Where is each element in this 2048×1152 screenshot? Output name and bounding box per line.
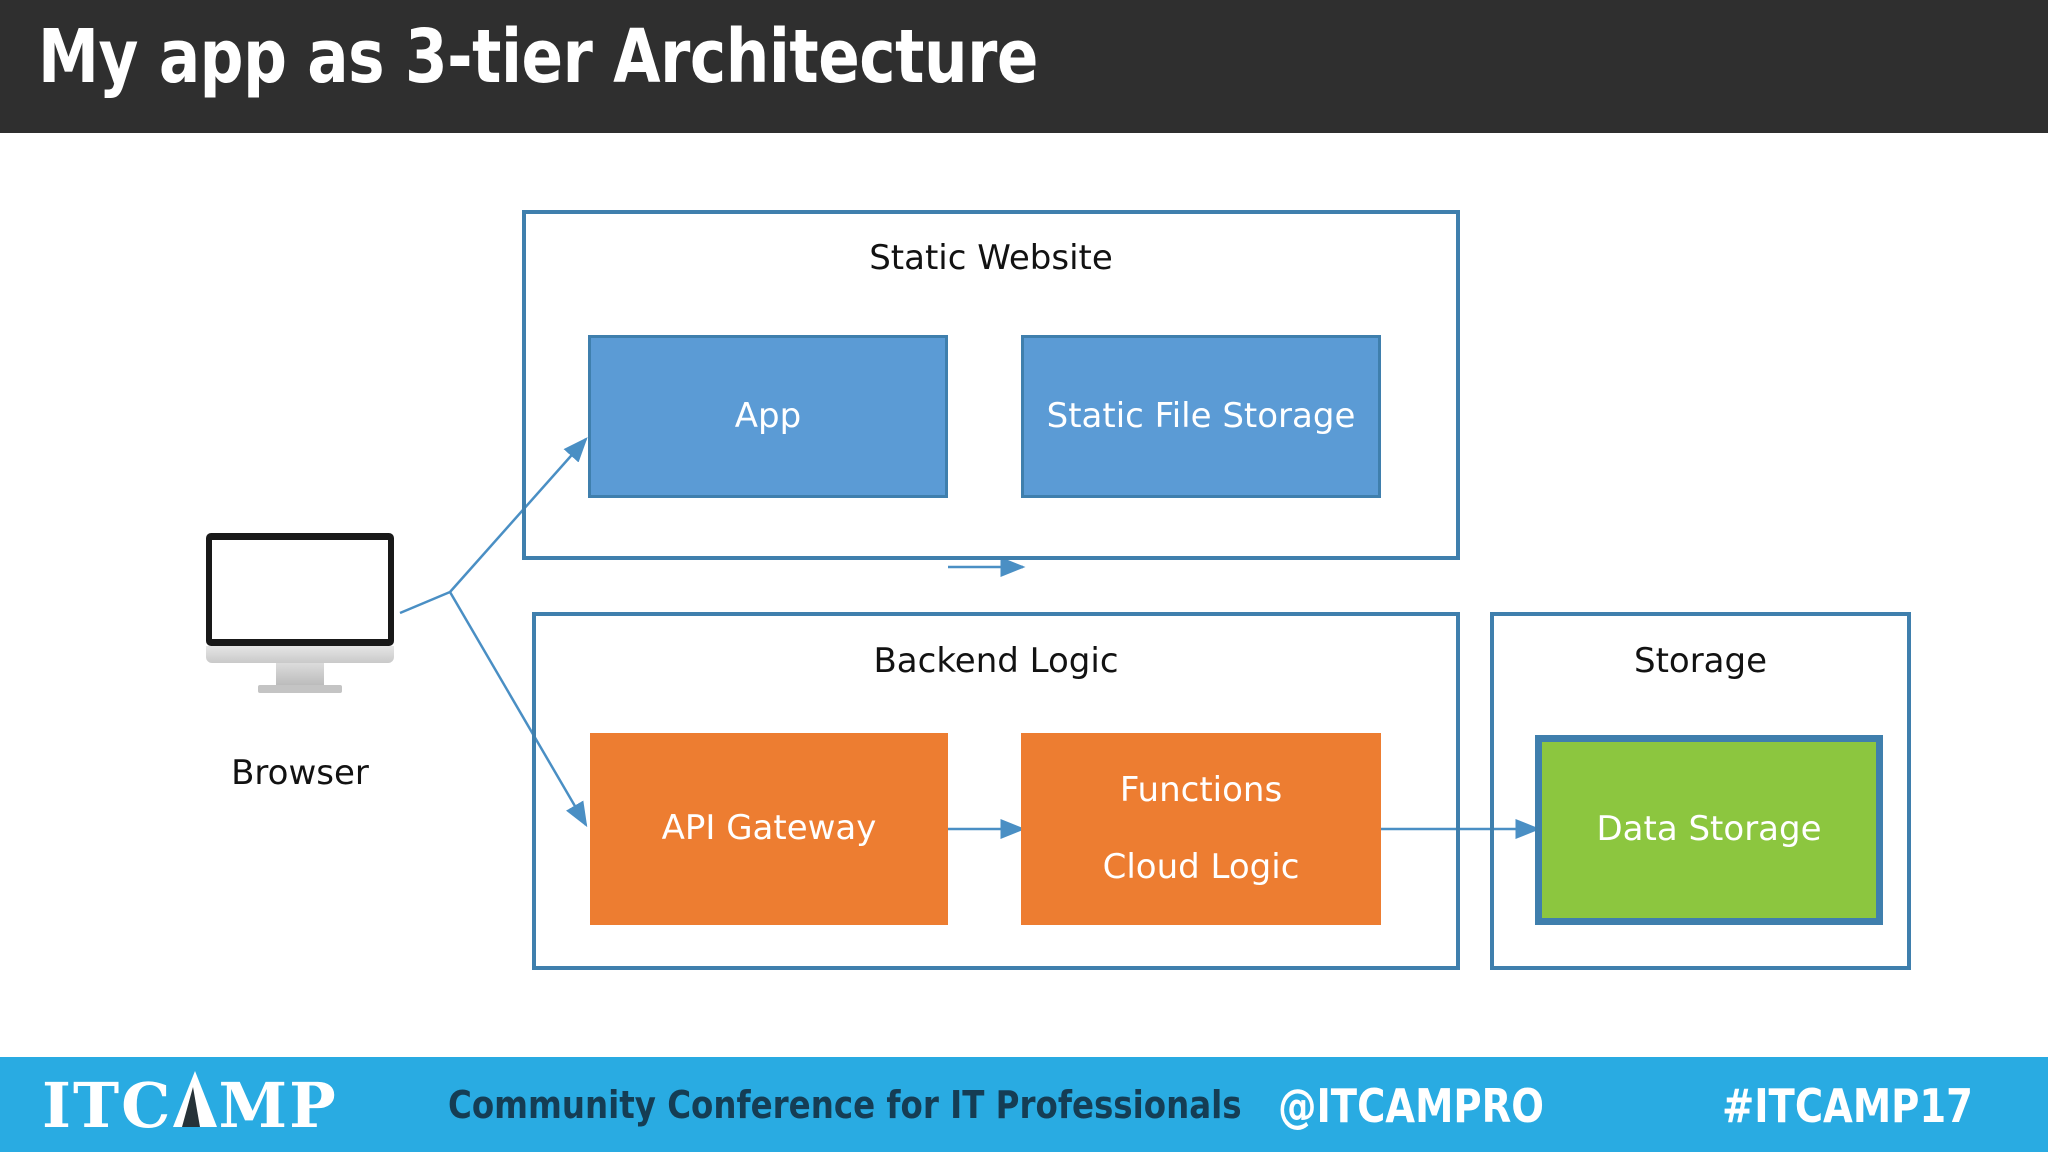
footer-hashtag[interactable]: #ITCAMP17 (1722, 1079, 1973, 1133)
tier-backend-logic[interactable]: Backend Logic (532, 612, 1460, 970)
itcamp-logo: ITC MP (42, 1071, 338, 1137)
node-static-file-storage[interactable]: Static File Storage (1021, 335, 1381, 498)
monitor-stand-neck (276, 663, 324, 687)
itcamp-logo-part1: ITC (42, 1069, 173, 1142)
connector-browser-junction (399, 590, 451, 615)
node-functions[interactable]: Functions Cloud Logic (1021, 733, 1381, 925)
slide-header-bar: My app as 3-tier Architecture (0, 0, 2048, 133)
tier-storage[interactable]: Storage (1490, 612, 1911, 970)
monitor-bezel (206, 533, 394, 646)
browser-label: Browser (231, 753, 369, 793)
node-app[interactable]: App (588, 335, 948, 498)
mountain-a-icon (173, 1071, 218, 1127)
node-data-storage[interactable]: Data Storage (1535, 735, 1883, 925)
node-api-gateway[interactable]: API Gateway (590, 733, 948, 925)
footer-tagline: Community Conference for IT Professional… (448, 1083, 1242, 1127)
desktop-monitor-icon (200, 533, 400, 693)
itcamp-logo-part2: MP (218, 1069, 338, 1142)
node-static-file-storage-label: Static File Storage (1046, 395, 1356, 436)
node-data-storage-label: Data Storage (1596, 809, 1822, 850)
tier-backend-logic-label: Backend Logic (873, 641, 1119, 681)
tier-storage-label: Storage (1633, 641, 1768, 681)
footer-bar: ITC MP Community Conference for IT Profe… (0, 1057, 2048, 1152)
monitor-chin (206, 646, 394, 663)
node-functions-label-secondary: Cloud Logic (1102, 847, 1300, 887)
itcamp-logo-text: ITC MP (42, 1071, 338, 1137)
monitor-stand-foot (258, 685, 342, 693)
diagram-canvas: Browser Static Website App Static File S… (0, 133, 2048, 1057)
tier-static-website-label: Static Website (869, 238, 1113, 278)
node-functions-label-primary: Functions (1119, 769, 1283, 810)
node-app-label: App (734, 395, 802, 436)
page-title: My app as 3-tier Architecture (38, 14, 1038, 100)
footer-twitter-handle[interactable]: @ITCAMPRO (1278, 1079, 1544, 1133)
monitor-screen (212, 540, 388, 639)
tier-static-website[interactable]: Static Website (522, 210, 1460, 560)
node-api-gateway-label: API Gateway (661, 808, 877, 849)
